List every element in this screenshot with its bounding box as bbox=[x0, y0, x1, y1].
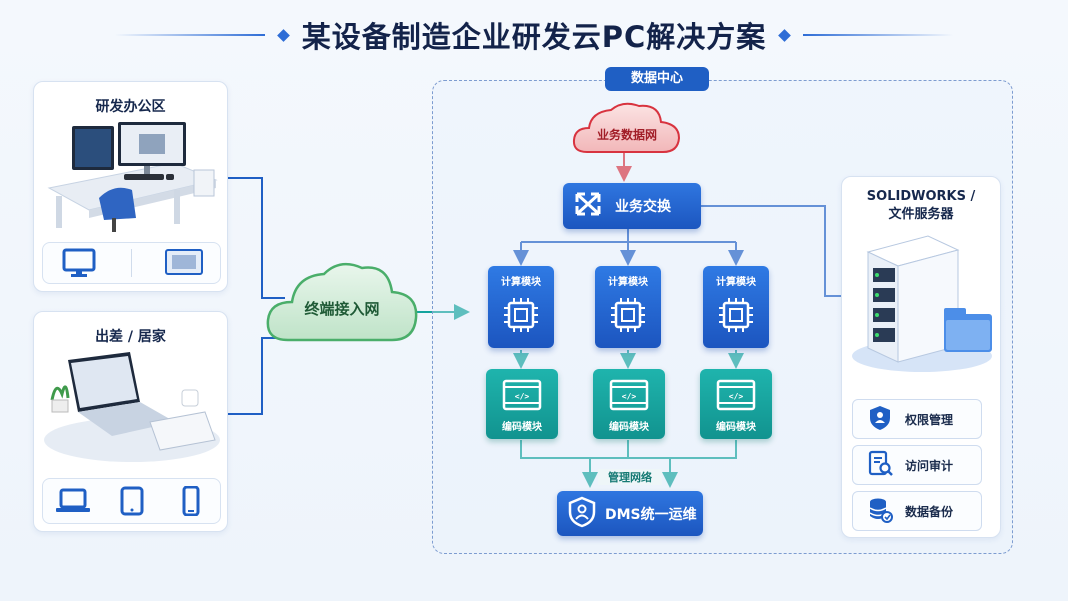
shield-user-icon bbox=[567, 496, 597, 532]
office-desk-illustration bbox=[47, 122, 218, 232]
compute-module-1: 计算模块 bbox=[488, 266, 554, 348]
business-network-label: 业务数据网 bbox=[596, 128, 657, 142]
compute-module-3: 计算模块 bbox=[703, 266, 769, 348]
business-switch: 业务交换 bbox=[563, 183, 701, 229]
compute-module-label: 计算模块 bbox=[608, 277, 648, 288]
office-devices-row bbox=[42, 242, 221, 284]
encode-module-1: </> 编码模块 bbox=[486, 369, 558, 439]
compute-module-2: 计算模块 bbox=[595, 266, 661, 348]
compute-module-label: 计算模块 bbox=[716, 277, 756, 288]
data-center-label: 数据中心 bbox=[605, 67, 709, 91]
access-network-label: 终端接入网 bbox=[304, 300, 380, 318]
desktop-monitor-icon bbox=[58, 246, 100, 280]
encode-module-label: 编码模块 bbox=[716, 422, 756, 433]
remote-label: 出差 / 居家 bbox=[95, 329, 166, 345]
svg-text:</>: </> bbox=[729, 392, 744, 401]
film-code-icon: </> bbox=[609, 379, 649, 414]
film-code-icon: </> bbox=[716, 379, 756, 414]
thin-client-monitor-icon bbox=[163, 246, 205, 280]
feature-audit: 访问审计 bbox=[852, 445, 982, 485]
compute-module-label: 计算模块 bbox=[501, 277, 541, 288]
switch-label: 业务交换 bbox=[615, 199, 671, 215]
remote-laptop-illustration bbox=[44, 352, 220, 462]
page-title: 某设备制造企业研发云PC解决方案 bbox=[301, 20, 767, 54]
phone-icon bbox=[170, 484, 212, 518]
remote-panel: 出差 / 居家 bbox=[33, 311, 228, 532]
dms-ops-box: DMS统一运维 bbox=[557, 491, 703, 536]
encode-module-label: 编码模块 bbox=[502, 422, 542, 433]
feature-label: 数据备份 bbox=[905, 504, 954, 519]
film-code-icon: </> bbox=[502, 379, 542, 414]
feature-label: 访问审计 bbox=[905, 458, 954, 473]
encode-module-2: </> 编码模块 bbox=[593, 369, 665, 439]
title-line-right bbox=[803, 34, 954, 36]
management-network-label: 管理网络 bbox=[598, 469, 662, 485]
title-bar: 某设备制造企业研发云PC解决方案 bbox=[0, 10, 1068, 60]
cloud-shape-red bbox=[572, 102, 681, 153]
server-rack-illustration bbox=[852, 235, 992, 372]
business-network-cloud: 业务数据网 bbox=[571, 98, 683, 156]
feature-permission: 权限管理 bbox=[852, 399, 982, 439]
tablet-icon bbox=[111, 484, 153, 518]
switch-arrows-icon bbox=[573, 190, 603, 222]
encode-module-3: </> 编码模块 bbox=[700, 369, 772, 439]
title-diamond-left bbox=[276, 28, 290, 42]
access-network-cloud: 终端接入网 bbox=[264, 254, 420, 346]
chip-icon bbox=[609, 296, 647, 337]
encode-module-label: 编码模块 bbox=[609, 422, 649, 433]
file-server-title-line1: SOLIDWORKS / bbox=[866, 189, 976, 204]
feature-backup: 数据备份 bbox=[852, 491, 982, 531]
title-diamond-right bbox=[778, 28, 792, 42]
dms-label: DMS统一运维 bbox=[605, 506, 697, 523]
chip-icon bbox=[717, 296, 755, 337]
file-server-title-line2: 文件服务器 bbox=[888, 207, 954, 222]
title-line-left bbox=[114, 34, 265, 36]
database-backup-icon bbox=[867, 496, 893, 527]
office-label: 研发办公区 bbox=[95, 99, 166, 115]
shield-person-icon bbox=[867, 404, 893, 435]
office-panel: 研发办公区 bbox=[33, 81, 228, 292]
audit-document-icon bbox=[867, 450, 893, 481]
svg-text:</>: </> bbox=[515, 392, 530, 401]
feature-label: 权限管理 bbox=[905, 412, 954, 427]
laptop-icon bbox=[52, 484, 94, 518]
device-divider bbox=[130, 249, 132, 277]
remote-devices-row bbox=[42, 478, 221, 524]
chip-icon bbox=[502, 296, 540, 337]
cloud-shape-green bbox=[266, 262, 418, 342]
svg-text:</>: </> bbox=[622, 392, 637, 401]
file-server-title: SOLIDWORKS / 文件服务器 bbox=[841, 188, 1001, 224]
